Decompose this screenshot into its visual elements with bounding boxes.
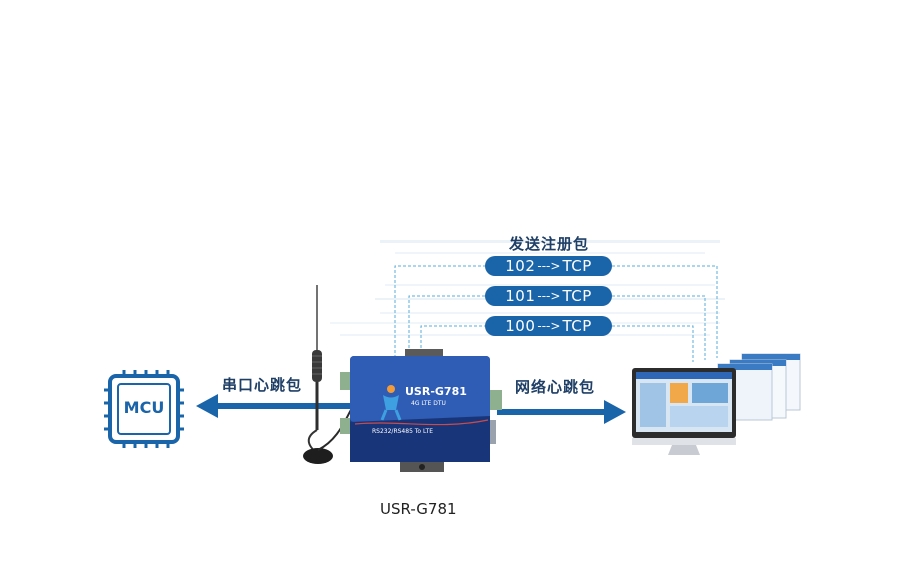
- packet-number: 100: [505, 317, 536, 335]
- packet-protocol: TCP: [562, 287, 592, 305]
- packet-number: 101: [505, 287, 536, 305]
- antenna-icon: [303, 285, 353, 464]
- device-caption: USR-G781: [380, 500, 457, 518]
- mcu-label: MCU: [123, 398, 165, 417]
- packet-arrow: --->: [537, 289, 561, 303]
- packet-pill: 101 ---> TCP: [485, 286, 612, 306]
- packet-protocol: TCP: [562, 317, 592, 335]
- device-subtitle-label: 4G LTE DTU: [411, 400, 446, 407]
- mcu-chip-icon: [104, 370, 184, 448]
- monitoring-pc: [632, 353, 801, 455]
- usr-logo-icon: [380, 385, 402, 421]
- packet-arrow: --->: [537, 319, 561, 333]
- send-register-packet-title: 发送注册包: [509, 235, 590, 253]
- packet-pill: 102 ---> TCP: [485, 256, 612, 276]
- network-heartbeat-arrow: [497, 400, 626, 424]
- serial-heartbeat-arrow: [196, 394, 355, 418]
- network-heartbeat-label: 网络心跳包: [515, 378, 596, 396]
- packet-number: 102: [505, 257, 536, 275]
- packet-protocol: TCP: [562, 257, 592, 275]
- packet-pill: 100 ---> TCP: [485, 316, 612, 336]
- device-model-label: USR-G781: [405, 385, 467, 398]
- serial-heartbeat-label: 串口心跳包: [222, 376, 303, 394]
- dtu-device: [340, 349, 502, 472]
- dashed-connectors: [394, 265, 718, 362]
- packet-arrow: --->: [537, 259, 561, 273]
- device-interface-label: RS232/RS485 To LTE: [372, 428, 433, 435]
